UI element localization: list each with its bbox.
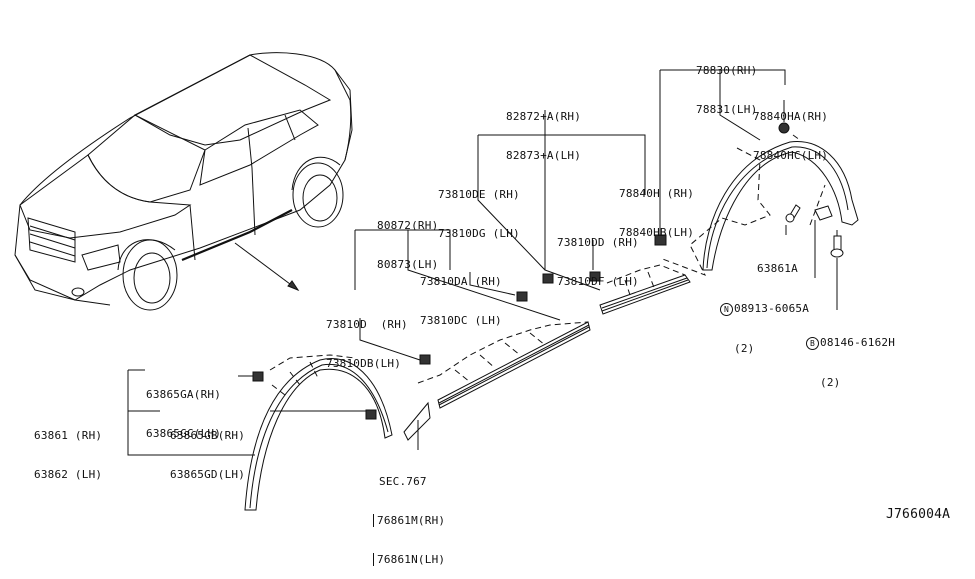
- label-73810de: 73810DE (RH) 73810DG (LH): [438, 162, 520, 253]
- quantity: (2): [820, 375, 841, 389]
- part-number-rh: 78840H (RH): [619, 187, 695, 200]
- part-number-lh: 73810DB(LH): [326, 357, 402, 370]
- label-78840ha: 78840HA(RH) 78840HC(LH): [753, 84, 828, 175]
- part-number-lh: 76861N(LH): [373, 553, 445, 566]
- label-78840h: 78840H (RH) 78840HB(LH): [619, 161, 694, 252]
- parts-diagram: [14, 52, 859, 511]
- arrow-head: [287, 280, 300, 292]
- section-reference: SEC.767: [379, 475, 427, 488]
- part-number-rh: 76861M(RH): [373, 514, 445, 527]
- part-number-lh: 63865GC(LH): [146, 427, 222, 440]
- vehicle-illustration: [14, 52, 353, 311]
- label-73810da: 73810DA (RH) 73810DC (LH): [420, 249, 502, 340]
- screw-head-63861a: [785, 213, 795, 223]
- part-number-lh: 80873(LH): [377, 258, 439, 271]
- leader-lines: [127, 69, 838, 456]
- part-number-rh: 63861 (RH): [34, 429, 103, 442]
- nut-symbol-icon: N: [720, 302, 733, 316]
- part-number-rh: 78840HA(RH): [753, 110, 829, 123]
- clip-63865ga: [252, 371, 264, 382]
- part-number-rh: 78830(RH): [696, 64, 758, 77]
- part-number-rh: 73810DA (RH): [420, 275, 502, 288]
- label-63861: 63861 (RH) 63862 (LH): [34, 403, 102, 494]
- part-number-lh: 63862 (LH): [34, 468, 103, 481]
- part-number-lh: 73810DC (LH): [420, 314, 502, 327]
- nut-plate: [814, 205, 833, 221]
- rear-sill-molding: [599, 264, 691, 315]
- part-number-rh: 82872+A(RH): [506, 110, 582, 123]
- label-63865gb: 63865GB(RH) 63865GD(LH): [170, 403, 245, 494]
- part-number-rh: 63865GA(RH): [146, 388, 222, 401]
- part-number-lh: 63865GD(LH): [170, 468, 246, 481]
- label-73810dd: 73810DD (RH) 73810DF (LH): [557, 210, 639, 301]
- part-number-rh: 73810DE (RH): [438, 188, 520, 201]
- front-sill-molding: [417, 321, 591, 409]
- part-number: 08146-6162H: [820, 336, 896, 349]
- clip-73810d: [419, 354, 431, 365]
- clip-73810dd: [589, 271, 601, 282]
- part-number-rh: 73810D (RH): [326, 318, 408, 331]
- part-number-lh: 73810DG (LH): [438, 227, 520, 240]
- clip-73810de: [542, 273, 554, 284]
- front-wheel-arch-part: [244, 354, 393, 511]
- part-number-rh: 80872(RH): [377, 219, 439, 232]
- label-80872: 80872(RH) 80873(LH): [377, 193, 438, 284]
- part-number-lh: 78840HC(LH): [753, 149, 829, 162]
- part-number-lh: 78831(LH): [696, 103, 758, 116]
- label-82872: 82872+A(RH) 82873+A(LH): [506, 84, 581, 175]
- mud-guard-part: [403, 401, 431, 441]
- part-number-lh: 73810DF (LH): [557, 275, 639, 288]
- part-number: 63861A: [757, 262, 798, 275]
- label-73810d: 73810D (RH) 73810DB(LH): [326, 292, 408, 383]
- part-number-lh: 78840HB(LH): [619, 226, 695, 239]
- part-number: 08913-6065A: [734, 302, 810, 315]
- quantity: (2): [734, 341, 755, 355]
- part-number-rh: 73810DD (RH): [557, 236, 639, 249]
- direction-arrow: [234, 242, 299, 291]
- bolt-symbol-icon: B: [806, 336, 819, 350]
- label-63865ga: 63865GA(RH) 63865GC(LH): [146, 362, 221, 453]
- clip-63865gb: [365, 409, 377, 420]
- figure-id: J766004A: [886, 507, 951, 522]
- label-sec-767: SEC.767 76861M(RH) 76861N(LH): [373, 449, 445, 579]
- bolt-08146: [830, 235, 844, 258]
- part-number-lh: 82873+A(LH): [506, 149, 582, 162]
- clip-73810da: [516, 291, 528, 302]
- clip-78840ha: [778, 122, 790, 134]
- part-number-rh: 63865GB(RH): [170, 429, 246, 442]
- label-78830: 78830(RH) 78831(LH): [696, 38, 757, 129]
- label-63861a: 63861A: [757, 236, 798, 288]
